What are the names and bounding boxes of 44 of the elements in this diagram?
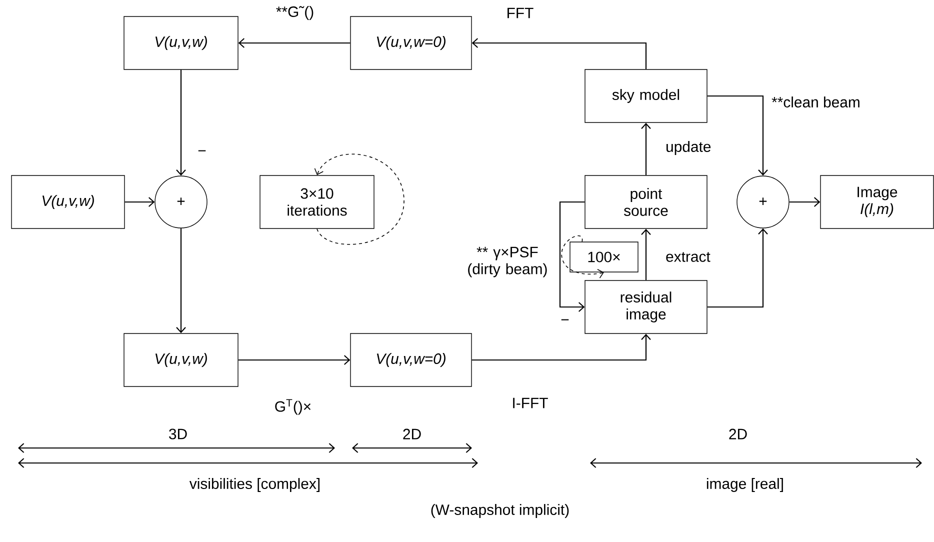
process-box: V(u,v,w) [124, 16, 238, 70]
arrow [561, 235, 604, 278]
edge-label: FFT [508, 8, 534, 18]
edge-label: extract [666, 252, 710, 262]
arrow [176, 70, 186, 176]
process-box: V(u,v,w) [11, 175, 125, 229]
dimension-label: 2D [729, 428, 747, 440]
process-box: residual image [584, 280, 708, 334]
process-box: V(u,v,w=0) [350, 333, 472, 387]
arrow [559, 201, 585, 312]
process-box: Image I(l,m) [820, 175, 934, 229]
arrow [472, 38, 647, 70]
arrow [314, 154, 404, 245]
edge-label: update [666, 141, 711, 155]
arrow [641, 228, 651, 280]
arrow [707, 228, 768, 308]
process-box: 100× [570, 242, 638, 272]
minus-sign: − [561, 319, 569, 320]
dimension-label: visibilities [complex] [189, 478, 320, 492]
arrow [472, 334, 651, 361]
edge-label: **G˜() [276, 6, 314, 20]
arrow [176, 228, 186, 334]
dimension-label: image [real] [706, 478, 783, 492]
dimension-label: (W-snapshot implicit) [431, 504, 569, 518]
edge-label: ** γ×PSF (dirty beam) [468, 246, 547, 278]
process-box: sky model [584, 69, 708, 123]
dimension-label: 3D [169, 428, 187, 440]
edge-label: I-FFT [513, 398, 548, 408]
arrow [707, 95, 768, 176]
process-box: V(u,v,w) [124, 333, 238, 387]
arrow [238, 355, 350, 365]
process-box: 3×10 iterations [260, 175, 374, 229]
arrow [641, 122, 651, 176]
edge-label: **clean beam [772, 96, 860, 108]
process-box: V(u,v,w=0) [350, 16, 472, 70]
arrow [238, 38, 350, 48]
arrow [124, 197, 155, 207]
summing-junction: + [154, 176, 208, 228]
process-box: point source [584, 175, 708, 229]
edge-label: G$^{T}$()× [275, 399, 311, 415]
summing-junction: + [736, 176, 790, 228]
dimension-label: 2D [403, 428, 421, 440]
arrow [789, 197, 820, 207]
edge-label: − [198, 150, 206, 152]
